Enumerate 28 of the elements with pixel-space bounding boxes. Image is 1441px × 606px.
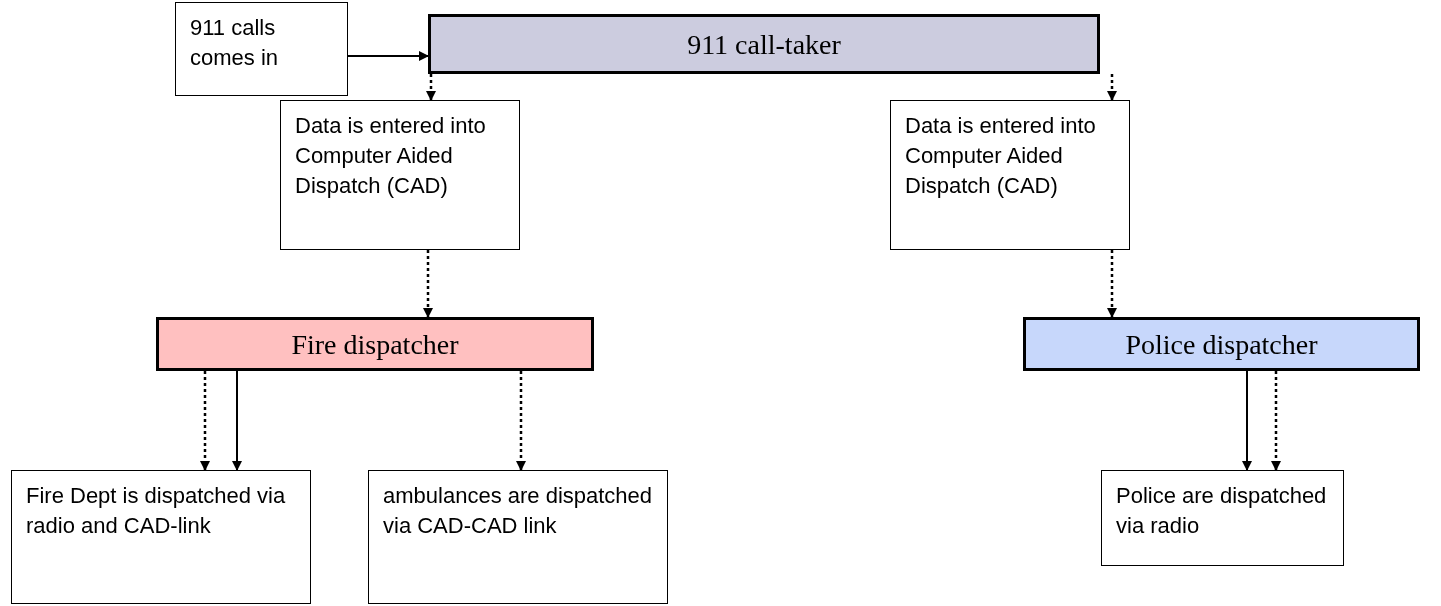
box-text: Data is entered into Computer Aided Dispatch (CAD): [295, 112, 487, 200]
arrow: [1107, 250, 1117, 318]
arrow: [200, 371, 210, 471]
arrow: [347, 51, 429, 61]
process-box: [368, 470, 668, 604]
arrow: [516, 371, 526, 471]
arrow: [423, 250, 433, 318]
arrow: [1107, 74, 1117, 101]
role-label: Police dispatcher: [1125, 327, 1318, 362]
process-box: [11, 470, 311, 604]
box-text: Fire Dept is dispatched via radio and CAD-link: [26, 482, 287, 540]
box-text: 911 calls comes in: [190, 14, 280, 72]
role-box: [156, 317, 594, 371]
process-box: [1101, 470, 1344, 566]
box-text: Police are dispatched via radio: [1116, 482, 1328, 540]
box-text: Data is entered into Computer Aided Dispatch (CAD): [905, 112, 1097, 200]
arrow: [426, 74, 436, 101]
role-box: [428, 14, 1100, 74]
arrow: [232, 370, 242, 471]
box-text: ambulances are dispatched via CAD-CAD link: [383, 482, 653, 540]
role-box: [1023, 317, 1420, 371]
role-label: 911 call-taker: [687, 27, 841, 62]
process-box: [890, 100, 1130, 250]
role-label: Fire dispatcher: [291, 327, 459, 362]
process-box: [280, 100, 520, 250]
process-box: [175, 2, 348, 96]
arrow: [1271, 371, 1281, 471]
arrow: [1242, 370, 1252, 471]
